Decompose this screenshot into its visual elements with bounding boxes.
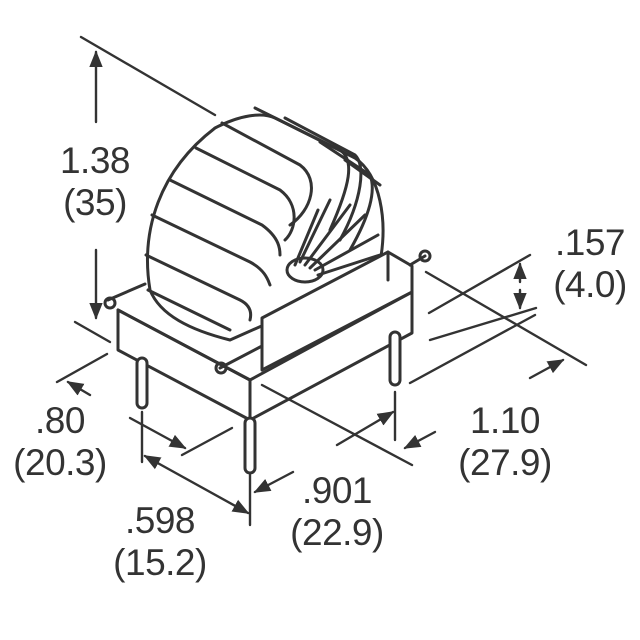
length-arrow-left <box>403 430 437 450</box>
pin-height-inch: .157 <box>554 222 626 263</box>
pin-width-inch: .598 <box>124 500 196 541</box>
extension-line-80-bottom <box>55 352 109 384</box>
extension-line-110-left <box>260 383 414 467</box>
length-dimension-label: 1.10 (27.9) <box>440 400 570 484</box>
depth-arrow <box>66 380 92 397</box>
pin-width-arrow <box>143 454 250 515</box>
depth-inch: .80 <box>35 400 85 441</box>
pin-spacing-dimension-label: .901 (22.9) <box>272 470 402 554</box>
extension-line-598-right <box>180 426 234 457</box>
pin-width-mm: (15.2) <box>113 542 207 583</box>
pin-width-arrow-2 <box>128 416 187 450</box>
toroid-core <box>144 106 385 342</box>
length-inch: 1.10 <box>469 400 541 441</box>
pin-spacing-arrow-left <box>253 470 295 494</box>
pin-spacing-arrow-right <box>335 410 395 447</box>
height-mm: (35) <box>63 182 127 223</box>
pin-height-dimension-label: .157 (4.0) <box>540 222 640 306</box>
extension-line-157-bottom <box>428 306 538 342</box>
extension-line-top <box>79 35 217 117</box>
length-mm: (27.9) <box>458 442 552 483</box>
height-inch: 1.38 <box>59 140 131 181</box>
extension-line-80-top <box>73 320 112 344</box>
extension-line-157-top <box>427 253 532 315</box>
depth-dimension-label: .80 (20.3) <box>0 400 120 484</box>
extension-line-110-right <box>424 270 588 367</box>
pin-spacing-inch: .901 <box>301 470 373 511</box>
extension-line-110-mid <box>408 313 537 385</box>
pins <box>103 249 432 475</box>
length-arrow-right <box>528 358 565 380</box>
depth-mm: (20.3) <box>13 442 107 483</box>
pin-width-dimension-label: .598 (15.2) <box>95 500 225 584</box>
pin-spacing-mm: (22.9) <box>290 512 384 553</box>
height-dimension-label: 1.38 (35) <box>40 140 150 224</box>
pin-height-mm: (4.0) <box>553 264 627 305</box>
